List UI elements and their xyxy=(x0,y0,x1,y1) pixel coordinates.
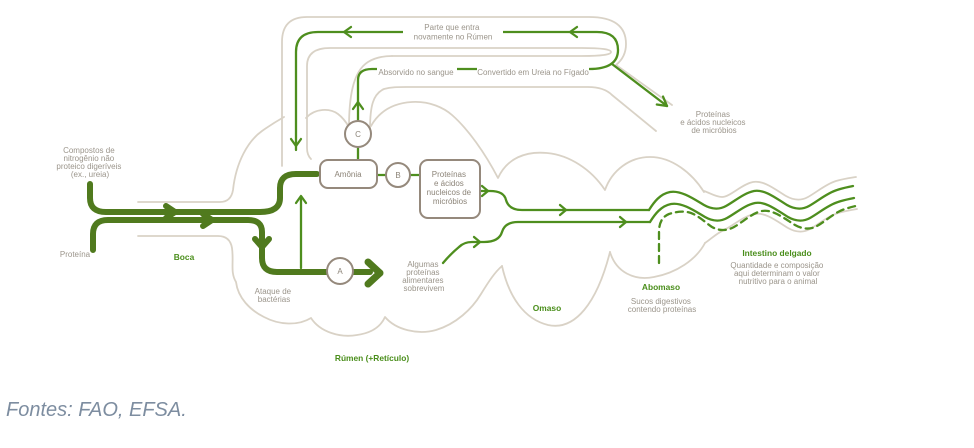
vessel-right-wall xyxy=(369,86,657,132)
marker-c-label: C xyxy=(355,130,361,139)
label-backgrounds xyxy=(377,19,589,80)
flow-npn-to-ammonia xyxy=(87,171,320,215)
flow-survivors xyxy=(441,220,652,265)
bg-absorvido-label xyxy=(377,64,457,80)
marker-a-label: A xyxy=(337,267,343,276)
flow-diagonal-out xyxy=(610,62,669,108)
arrow-microbes-out xyxy=(480,184,490,198)
intestine-lower-wall xyxy=(704,208,858,244)
arrow-reenter-left-1 xyxy=(568,25,579,39)
label-intestino: Intestino delgado xyxy=(742,248,811,258)
vessel-left-wall xyxy=(348,55,393,129)
label-rumen: Rúmen (+Retículo) xyxy=(335,353,409,363)
microbes-box xyxy=(419,159,481,219)
arrow-protein-right xyxy=(200,211,215,229)
arrow-npn-right xyxy=(163,203,178,221)
flow-blood-urea-loop xyxy=(294,30,620,152)
bg-convertido-label xyxy=(477,64,589,80)
label-proteina: Proteína xyxy=(60,250,91,259)
label-sucos: Sucos digestivos contendo proteínas xyxy=(628,297,697,314)
ammonia-box-label: Amônia xyxy=(334,170,362,179)
arrow-diagonal-out xyxy=(655,95,669,108)
microbes-box-label: Proteínas e ácidos nucleicos de micróbio… xyxy=(427,170,474,206)
organ-labels: Boca Rúmen (+Retículo) Omaso Abomaso Int… xyxy=(174,248,812,363)
node-labels: Amônia Proteínas e ácidos nucleicos de m… xyxy=(334,130,474,276)
thin-flows xyxy=(289,25,861,270)
digestive-juices-dashed xyxy=(657,203,861,265)
arrow-survivors xyxy=(472,235,482,249)
tube-island-wall xyxy=(306,47,612,160)
tube-outer-wall xyxy=(281,16,673,167)
gray-labels: Compostos de nitrogênio não proteico dig… xyxy=(56,23,825,314)
arrow-reenter-left-2 xyxy=(342,25,353,39)
arrow-omaso-bottom xyxy=(618,215,628,229)
arrow-reenter-down xyxy=(289,137,303,148)
mouth-upper-wall xyxy=(137,116,285,203)
label-absorvido: Absorvido no sangue xyxy=(378,68,454,77)
flow-protein-to-bacteria xyxy=(90,217,330,275)
diagram-nodes xyxy=(319,120,481,285)
intestine-upper-wall xyxy=(703,176,857,201)
ammonia-box xyxy=(319,159,378,189)
mouth-lower-rumen-bottom xyxy=(137,235,503,337)
label-quantidade: Quantidade e composição aqui determinam … xyxy=(730,261,825,286)
arrow-omaso-top xyxy=(558,203,568,217)
sources-caption: Fontes: FAO, EFSA. xyxy=(6,399,187,421)
arrow-protein-down xyxy=(252,236,272,250)
arrow-c-up xyxy=(351,100,365,111)
thick-feed-flows xyxy=(87,171,384,288)
omaso-bottom xyxy=(501,251,611,327)
label-convertido: Convertido em Ureia no Fígado xyxy=(477,68,589,77)
label-boca: Boca xyxy=(174,252,195,262)
abomaso-bottom xyxy=(609,242,706,279)
label-abomaso: Abomaso xyxy=(642,282,680,292)
label-omaso: Omaso xyxy=(533,303,561,313)
arrow-bacteria-up xyxy=(294,194,308,205)
marker-b-label: B xyxy=(395,171,400,180)
label-ataque: Ataque de bactérias xyxy=(255,287,294,304)
rumen-omaso-abomaso-top xyxy=(370,101,705,193)
arrow-after-a-big xyxy=(364,258,384,288)
marker-circle-c xyxy=(344,120,372,148)
label-parte: Parte que entra novamente no Rúmen xyxy=(414,23,493,42)
label-compostos: Compostos de nitrogênio não proteico dig… xyxy=(56,146,123,179)
intestine-line-bottom xyxy=(648,196,856,224)
label-microbios-saida: Proteínas e ácidos nucleicos de micróbio… xyxy=(680,110,748,135)
marker-circle-a xyxy=(326,257,354,285)
intestine-line-top xyxy=(647,184,855,212)
label-algumas: Algumas proteínas alimentares sobrevivem xyxy=(402,260,446,293)
rumen-top-saddle xyxy=(305,109,350,128)
bg-parte-label xyxy=(403,19,503,43)
marker-circle-b xyxy=(385,162,411,188)
flow-microbes-out xyxy=(478,189,651,212)
